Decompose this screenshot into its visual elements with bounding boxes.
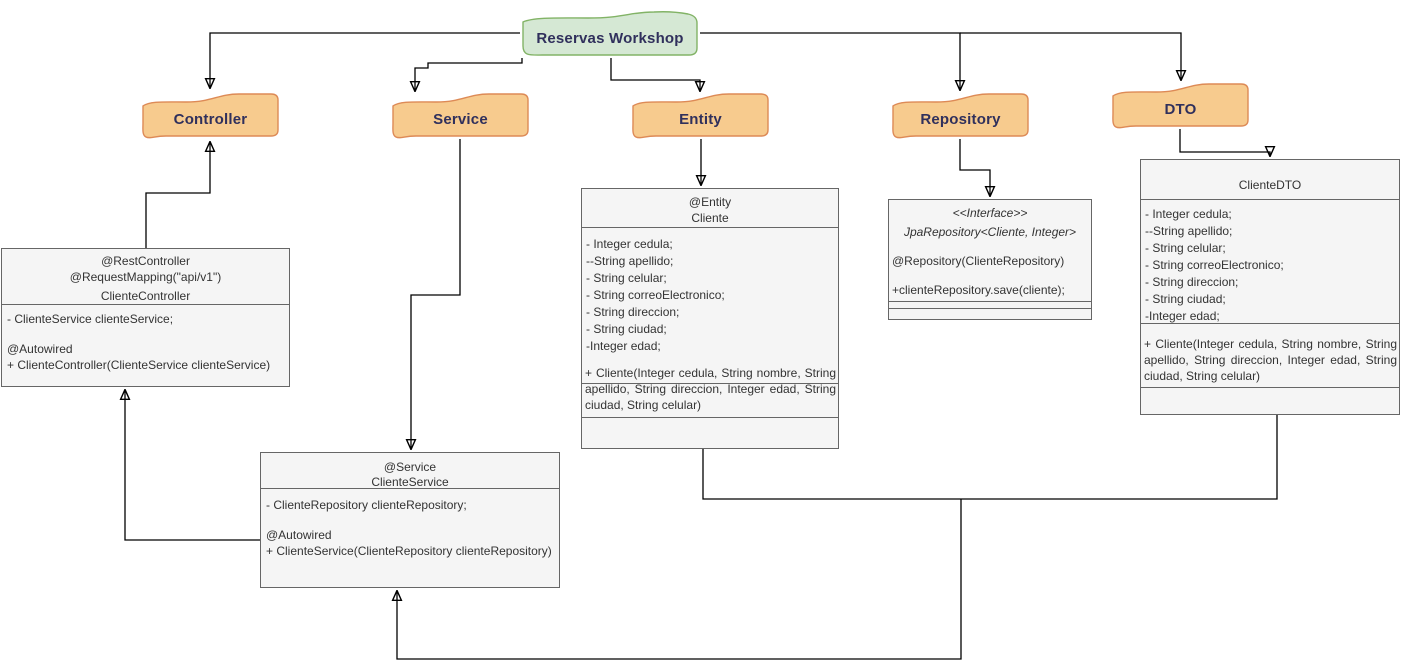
edge-root-to-dto[interactable] bbox=[960, 32, 1181, 80]
tape-shape bbox=[142, 93, 279, 139]
section-divider bbox=[582, 227, 838, 228]
package-repository[interactable]: Repository bbox=[890, 91, 1031, 139]
class-attribute: - String celular; bbox=[1145, 241, 1226, 255]
package-label: Service bbox=[433, 110, 488, 128]
package-dto[interactable]: DTO bbox=[1110, 81, 1251, 129]
class-name: Cliente bbox=[691, 211, 729, 225]
class-method: +clienteRepository.save(cliente); bbox=[892, 283, 1065, 297]
class-annotation: @Entity bbox=[688, 195, 732, 209]
section-divider bbox=[1141, 323, 1399, 324]
edge-junction-to-clienteservice[interactable] bbox=[397, 499, 962, 660]
class-attributes: - Integer cedula; --String apellido; - S… bbox=[586, 236, 836, 355]
section-divider bbox=[2, 304, 289, 305]
package-reservas-workshop[interactable]: Reservas Workshop bbox=[520, 10, 700, 58]
class-attribute: - String direccion; bbox=[1145, 275, 1239, 289]
package-label: DTO bbox=[1164, 100, 1197, 118]
edge-clientecontroller-to-controller[interactable] bbox=[145, 142, 210, 248]
section-divider bbox=[582, 383, 838, 384]
class-attribute: -Integer edad; bbox=[1145, 309, 1220, 323]
package-controller[interactable]: Controller bbox=[140, 91, 281, 139]
class-constructor: + ClienteController(ClienteService clien… bbox=[7, 358, 271, 372]
class-constructor: + Cliente(Integer cedula, String nombre,… bbox=[1144, 337, 1397, 383]
class-attribute: - String ciudad; bbox=[586, 322, 667, 336]
class-name: ClienteService bbox=[371, 475, 449, 489]
class-attribute: - Integer cedula; bbox=[586, 237, 673, 251]
edge-root-to-controller[interactable] bbox=[210, 32, 520, 88]
class-jparepository[interactable]: <<Interface>> JpaRepository<Cliente, Int… bbox=[888, 199, 1092, 320]
class-annotation: @Autowired bbox=[7, 342, 73, 356]
class-attribute: --String apellido; bbox=[1145, 224, 1233, 238]
tape-shape bbox=[1112, 83, 1249, 129]
tape-shape bbox=[392, 93, 529, 139]
class-constructor: + ClienteService(ClienteRepository clien… bbox=[266, 544, 552, 558]
class-annotation: @Service bbox=[383, 460, 437, 474]
class-attribute: - String ciudad; bbox=[1145, 292, 1226, 306]
edge-repository-to-jparepository[interactable] bbox=[959, 139, 990, 196]
package-entity[interactable]: Entity bbox=[630, 91, 771, 139]
section-divider bbox=[582, 417, 838, 418]
class-attribute: - String correoElectronico; bbox=[586, 288, 725, 302]
edge-root-to-repository[interactable] bbox=[700, 32, 960, 90]
class-annotation: @RestController bbox=[101, 254, 190, 268]
class-annotation: @RequestMapping("api/v1") bbox=[69, 270, 222, 284]
class-attribute: - String celular; bbox=[586, 271, 667, 285]
edge-root-to-entity[interactable] bbox=[610, 58, 700, 91]
edge-dto-to-clientedto[interactable] bbox=[1179, 129, 1270, 156]
class-field: - ClienteRepository clienteRepository; bbox=[266, 498, 467, 512]
section-divider bbox=[1141, 387, 1399, 388]
package-label: Repository bbox=[920, 110, 1001, 128]
class-name: ClienteDTO bbox=[1238, 178, 1302, 192]
edge-root-to-service[interactable] bbox=[415, 58, 523, 91]
class-attribute: - String direccion; bbox=[586, 305, 680, 319]
edge-cliente-dto-junction[interactable] bbox=[702, 415, 1278, 500]
class-clientecontroller[interactable]: @RestController @RequestMapping("api/v1"… bbox=[1, 248, 290, 387]
tape-shape bbox=[522, 11, 698, 56]
class-constructor: + Cliente(Integer cedula, String nombre,… bbox=[585, 366, 836, 412]
class-name: ClienteController bbox=[100, 289, 191, 303]
class-attributes: - Integer cedula; --String apellido; - S… bbox=[1145, 206, 1397, 325]
class-attribute: --String apellido; bbox=[586, 254, 674, 268]
class-annotation: @Repository(ClienteRepository) bbox=[892, 254, 1065, 268]
package-label: Entity bbox=[679, 110, 722, 128]
tape-shape bbox=[632, 93, 769, 139]
class-attribute: - String correoElectronico; bbox=[1145, 258, 1284, 272]
section-divider bbox=[889, 301, 1091, 302]
class-field: - ClienteService clienteService; bbox=[7, 312, 174, 326]
class-stereotype: <<Interface>> bbox=[952, 206, 1028, 220]
class-name: JpaRepository<Cliente, Integer> bbox=[903, 225, 1077, 239]
section-divider bbox=[1141, 199, 1399, 200]
section-divider bbox=[261, 488, 559, 489]
class-attribute: - Integer cedula; bbox=[1145, 207, 1232, 221]
tape-shape bbox=[892, 93, 1029, 139]
edge-clienteservice-to-clientecontroller[interactable] bbox=[125, 390, 260, 541]
class-clienteservice[interactable]: @Service ClienteService - ClienteReposit… bbox=[260, 452, 560, 588]
class-clientedto[interactable]: ClienteDTO - Integer cedula; --String ap… bbox=[1140, 159, 1400, 415]
package-service[interactable]: Service bbox=[390, 91, 531, 139]
section-divider bbox=[889, 308, 1091, 309]
class-cliente[interactable]: @Entity Cliente - Integer cedula; --Stri… bbox=[581, 188, 839, 449]
class-annotation: @Autowired bbox=[266, 528, 332, 542]
package-label: Controller bbox=[173, 110, 248, 128]
edge-service-to-clienteservice[interactable] bbox=[411, 139, 461, 449]
class-attribute: -Integer edad; bbox=[586, 339, 661, 353]
package-label: Reservas Workshop bbox=[536, 29, 684, 47]
